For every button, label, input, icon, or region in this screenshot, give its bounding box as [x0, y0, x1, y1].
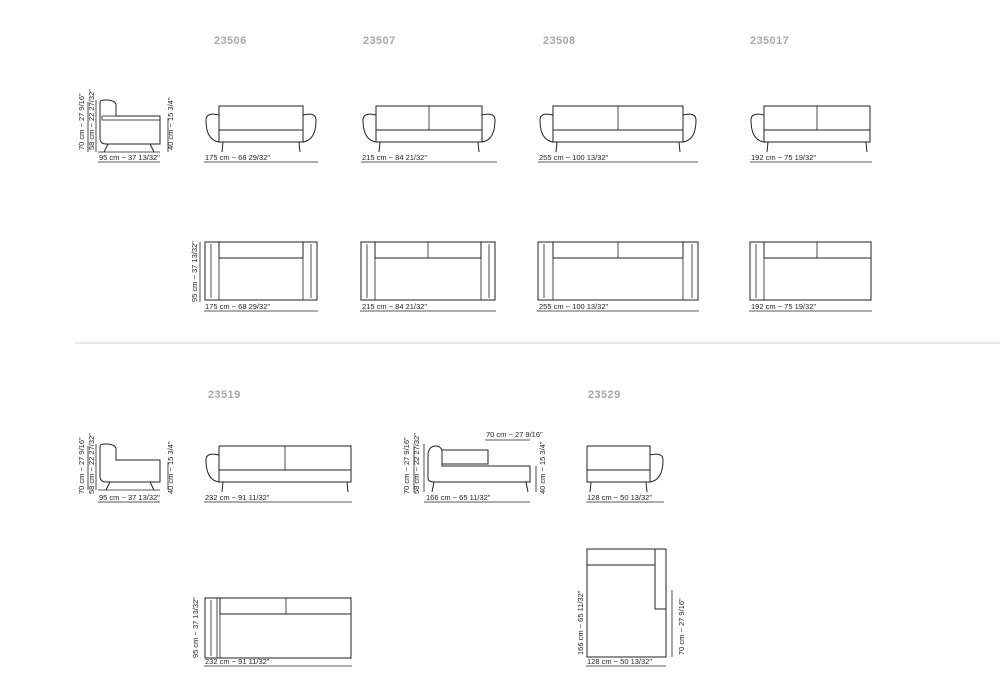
dim-side-b-w95: 95 cm ~ 37 13/32": [99, 493, 160, 502]
front-view-23529: [586, 445, 664, 503]
front-view-23507: [361, 105, 497, 163]
plan-view-23529: [586, 548, 673, 667]
dim-plan-23506: 175 cm ~ 68 29/32": [205, 302, 270, 311]
dim-side-a-w95: 95 cm ~ 37 13/32": [99, 153, 160, 162]
model-code-235017: 235017: [750, 35, 789, 47]
model-code-23506: 23506: [214, 35, 247, 47]
plan-view-23508: [537, 241, 699, 312]
model-code-23519: 23519: [208, 389, 241, 401]
plan-view-23506: [199, 241, 318, 312]
dim-chaise-h58: 58 cm ~ 22 27/32": [412, 433, 421, 494]
dim-plan-23529-w: 128 cm ~ 50 13/32": [587, 657, 652, 666]
dim-chaise-h70: 70 cm ~ 27 9/16": [402, 437, 411, 494]
dim-front-23506: 175 cm ~ 68 29/32": [205, 153, 270, 162]
dim-front-23529: 128 cm ~ 50 13/32": [587, 493, 652, 502]
model-code-23529: 23529: [588, 389, 621, 401]
side-view-bottom: [87, 443, 169, 503]
dim-side-b-h70: 70 cm ~ 27 9/16": [77, 437, 86, 494]
dim-plan-23519: 232 cm ~ 91 11/32": [205, 657, 270, 666]
dim-plan-depth: 95 cm ~ 37 13/32": [190, 241, 199, 302]
dim-front-23507: 215 cm ~ 84 21/32": [362, 153, 427, 162]
dim-plan-23529-h: 70 cm ~ 27 9/16": [677, 598, 686, 655]
dim-side-a-h58: 58 cm ~ 22 27/32": [87, 89, 96, 150]
dim-plan-23529-d: 166 cm ~ 65 11/32": [576, 590, 585, 655]
dim-side-b-h40: 40 cm ~ 15 3/4": [166, 441, 175, 494]
dim-plan-235017: 192 cm ~ 75 19/32": [751, 302, 816, 311]
front-view-235017: [750, 105, 872, 163]
front-view-23508: [538, 105, 698, 163]
front-view-23506: [204, 105, 318, 163]
dim-front-23519: 232 cm ~ 91 11/32": [205, 493, 270, 502]
model-code-23507: 23507: [363, 35, 396, 47]
dim-side-b-h58: 58 cm ~ 22 27/32": [87, 433, 96, 494]
plan-view-23519: [204, 597, 352, 667]
dim-front-23508: 255 cm ~ 100 13/32": [539, 153, 609, 162]
dim-chaise-top: 70 cm ~ 27 9/16": [486, 430, 543, 439]
side-view-top: [87, 99, 169, 163]
dim-side-a-h70: 70 cm ~ 27 9/16": [77, 93, 86, 150]
dim-side-a-h40: 40 cm ~ 15 3/4": [166, 97, 175, 150]
model-code-23508: 23508: [543, 35, 576, 47]
dim-front-235017: 192 cm ~ 75 19/32": [751, 153, 816, 162]
chaise-front-view: [413, 439, 537, 503]
dim-plan-23507: 215 cm ~ 84 21/32": [362, 302, 427, 311]
dim-plan-23519-depth: 95 cm ~ 37 13/32": [191, 597, 200, 658]
plan-view-23507: [360, 241, 496, 312]
dim-chaise-h40: 40 cm ~ 15 3/4": [538, 441, 547, 494]
dim-plan-23508: 255 cm ~ 100 13/32": [539, 302, 609, 311]
front-view-23519: [204, 445, 352, 503]
dim-chaise-w166: 166 cm ~ 65 11/32": [426, 493, 491, 502]
plan-view-235017: [749, 241, 872, 312]
